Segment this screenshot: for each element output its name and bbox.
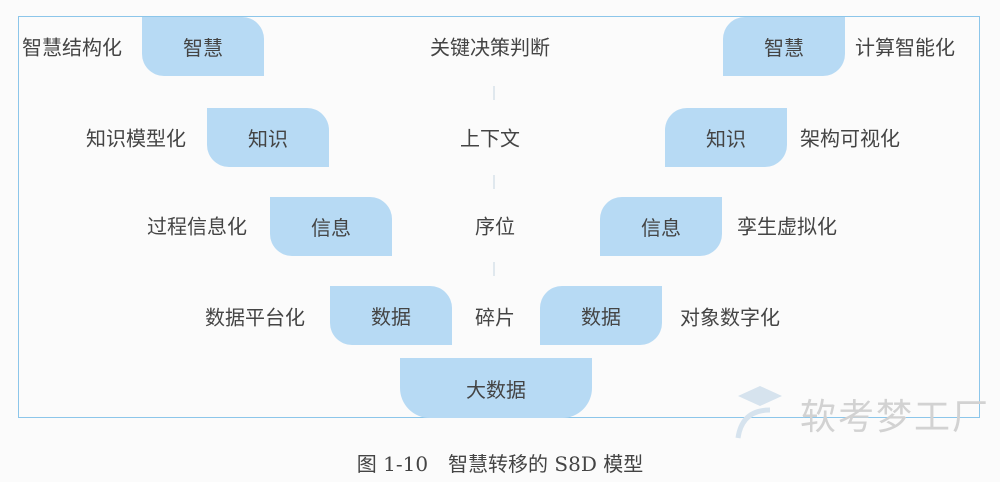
left-knowledge-label: 知识模型化 xyxy=(86,126,186,151)
arrow-icon xyxy=(493,86,495,100)
figure-caption: 图 1-10 智慧转移的 S8D 模型 xyxy=(356,452,644,476)
right-data-box: 数据 xyxy=(540,286,662,345)
right-knowledge-box: 知识 xyxy=(665,108,787,167)
left-information-label: 过程信息化 xyxy=(147,214,247,239)
watermark: 软考梦工厂 xyxy=(800,397,991,438)
right-information-box: 信息 xyxy=(600,197,722,256)
right-knowledge-label: 架构可视化 xyxy=(800,126,900,151)
left-data-box: 数据 xyxy=(330,286,452,345)
left-wisdom-box: 智慧 xyxy=(142,17,264,76)
right-data-label: 对象数字化 xyxy=(680,305,780,330)
right-information-label: 孪生虚拟化 xyxy=(737,214,837,239)
center-label-order: 序位 xyxy=(475,214,515,239)
center-label-context: 上下文 xyxy=(460,126,520,151)
graduation-cap-logo-icon xyxy=(735,386,782,439)
left-data-label: 数据平台化 xyxy=(205,305,305,330)
left-information-box: 信息 xyxy=(270,197,392,256)
big-data-box: 大数据 xyxy=(400,358,592,418)
center-label-fragment: 碎片 xyxy=(475,305,515,330)
left-knowledge-box: 知识 xyxy=(207,108,329,167)
arrow-icon xyxy=(493,262,495,276)
right-wisdom-box: 智慧 xyxy=(723,17,845,76)
left-wisdom-label: 智慧结构化 xyxy=(22,35,122,60)
center-label-decision: 关键决策判断 xyxy=(430,35,550,60)
arrow-icon xyxy=(493,175,495,189)
right-wisdom-label: 计算智能化 xyxy=(855,35,955,60)
